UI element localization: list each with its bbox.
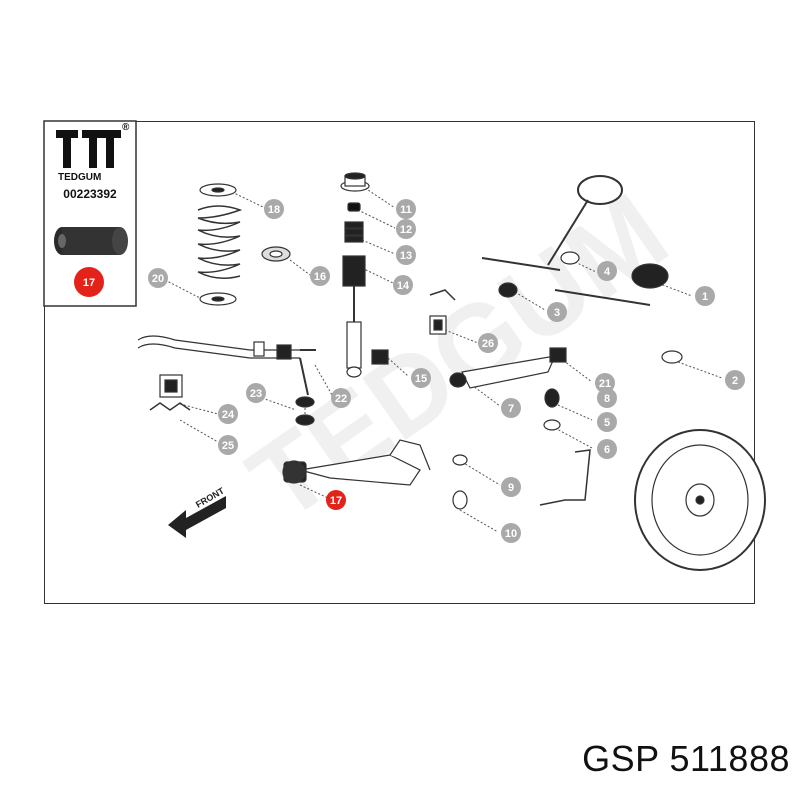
callout-label: 12: [400, 224, 412, 236]
callout-label: 24: [222, 409, 235, 421]
bushing-photo: [54, 227, 128, 255]
callout-17: 17: [326, 490, 346, 510]
callout-label: 18: [268, 204, 280, 216]
callout-label: 13: [400, 250, 412, 262]
callout-23: 23: [246, 383, 266, 403]
highlight-callout: 17: [74, 267, 104, 297]
callout-label: 15: [415, 373, 427, 385]
callout-4: 4: [597, 261, 617, 281]
registered-mark: ®: [122, 122, 130, 133]
brand-name: TEDGUM: [58, 172, 101, 183]
callout-13: 13: [396, 245, 416, 265]
callout-22: 22: [331, 388, 351, 408]
callouts: 1234567891011121314151617182021222324252…: [148, 199, 745, 543]
callout-label: 22: [335, 393, 347, 405]
callout-21: 21: [595, 373, 615, 393]
watermark: TEDGUM: [228, 170, 689, 544]
callout-16: 16: [310, 266, 330, 286]
callout-label: 6: [604, 444, 610, 456]
logo-box: ® TEDGUM 17: [43, 120, 137, 307]
svg-text:17: 17: [83, 277, 95, 289]
callout-label: 1: [702, 291, 708, 303]
callout-12: 12: [396, 219, 416, 239]
caption: GSP 511888: [582, 738, 790, 779]
callout-label: 8: [604, 393, 610, 405]
watermark-text: TEDGUM: [228, 170, 689, 544]
callout-5: 5: [597, 412, 617, 432]
callout-label: 11: [400, 204, 412, 216]
callout-15: 15: [411, 368, 431, 388]
parts: [137, 172, 766, 571]
callout-6: 6: [597, 439, 617, 459]
callout-1: 1: [695, 286, 715, 306]
front-arrow: FRONT: [168, 485, 226, 538]
callout-label: 23: [250, 388, 262, 400]
callout-label: 5: [604, 417, 610, 429]
callout-14: 14: [393, 275, 413, 295]
bump-stop: [344, 221, 364, 243]
callout-7: 7: [501, 398, 521, 418]
callout-2: 2: [725, 370, 745, 390]
callout-20: 20: [148, 268, 168, 288]
callout-label: 3: [554, 307, 560, 319]
leader-lines: [164, 187, 723, 533]
callout-10: 10: [501, 523, 521, 543]
callout-label: 17: [330, 495, 342, 507]
callout-26: 26: [478, 333, 498, 353]
callout-label: 9: [508, 482, 514, 494]
callout-label: 25: [222, 440, 234, 452]
part-code: 00223392: [63, 187, 117, 201]
callout-label: 16: [314, 271, 326, 283]
wheel: [634, 429, 766, 571]
callout-label: 14: [397, 280, 410, 292]
callout-11: 11: [396, 199, 416, 219]
callout-8: 8: [597, 388, 617, 408]
callout-9: 9: [501, 477, 521, 497]
tedgum-logo: ® TEDGUM: [56, 122, 130, 183]
coil-spring: [197, 205, 243, 279]
callout-label: 4: [604, 266, 611, 278]
callout-label: 26: [482, 338, 494, 350]
callout-label: 2: [732, 375, 738, 387]
callout-25: 25: [218, 435, 238, 455]
callout-label: 21: [599, 378, 611, 390]
callout-24: 24: [218, 404, 238, 424]
callout-label: 10: [505, 528, 517, 540]
callout-18: 18: [264, 199, 284, 219]
callout-label: 7: [508, 403, 514, 415]
callout-label: 20: [152, 273, 164, 285]
callout-3: 3: [547, 302, 567, 322]
